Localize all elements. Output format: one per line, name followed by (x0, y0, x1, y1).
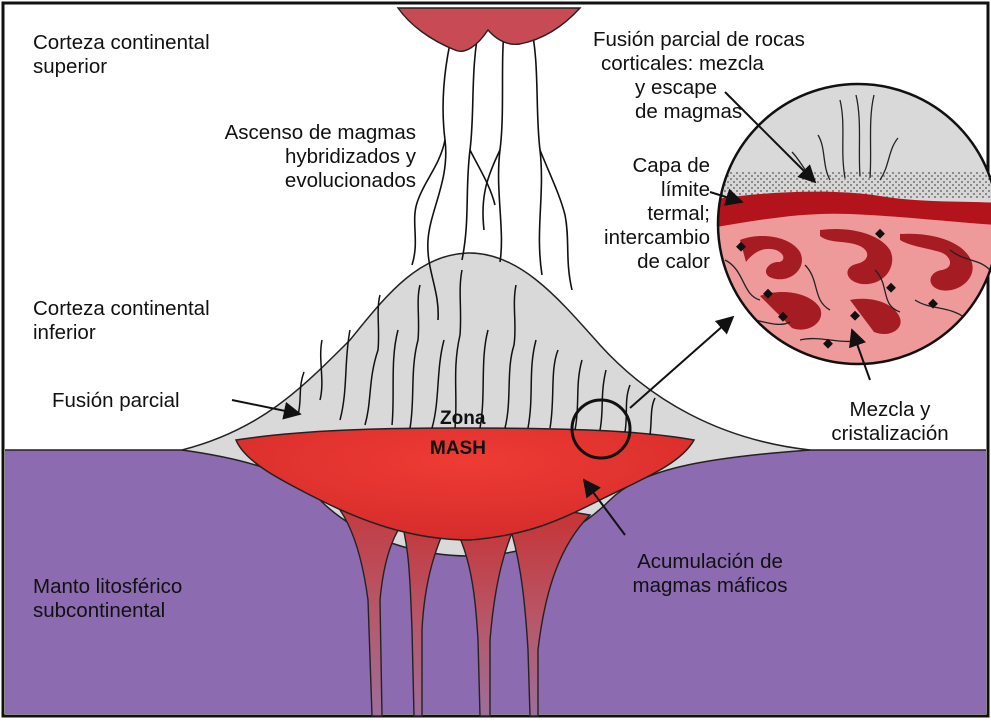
label-partial-melting: Fusión parcial (52, 389, 180, 413)
label-boundary-layer: Capa de límite termal; intercambio de ca… (560, 154, 710, 274)
label-accumulation: Acumulación de magmas máficos (610, 550, 810, 598)
label-crustal-melting: Fusión parcial de rocas corticales: mezc… (593, 28, 805, 124)
label-upper-crust: Corteza continental superior (33, 31, 210, 79)
label-mixing: Mezcla y cristalización (805, 398, 975, 446)
label-mantle: Manto litosférico subcontinental (33, 575, 182, 623)
label-zone: Zona (440, 408, 485, 430)
label-ascent: Ascenso de magmas hybridizados y evoluci… (160, 121, 416, 193)
label-mash: MASH (430, 438, 486, 460)
label-lower-crust: Corteza continental inferior (33, 297, 210, 345)
